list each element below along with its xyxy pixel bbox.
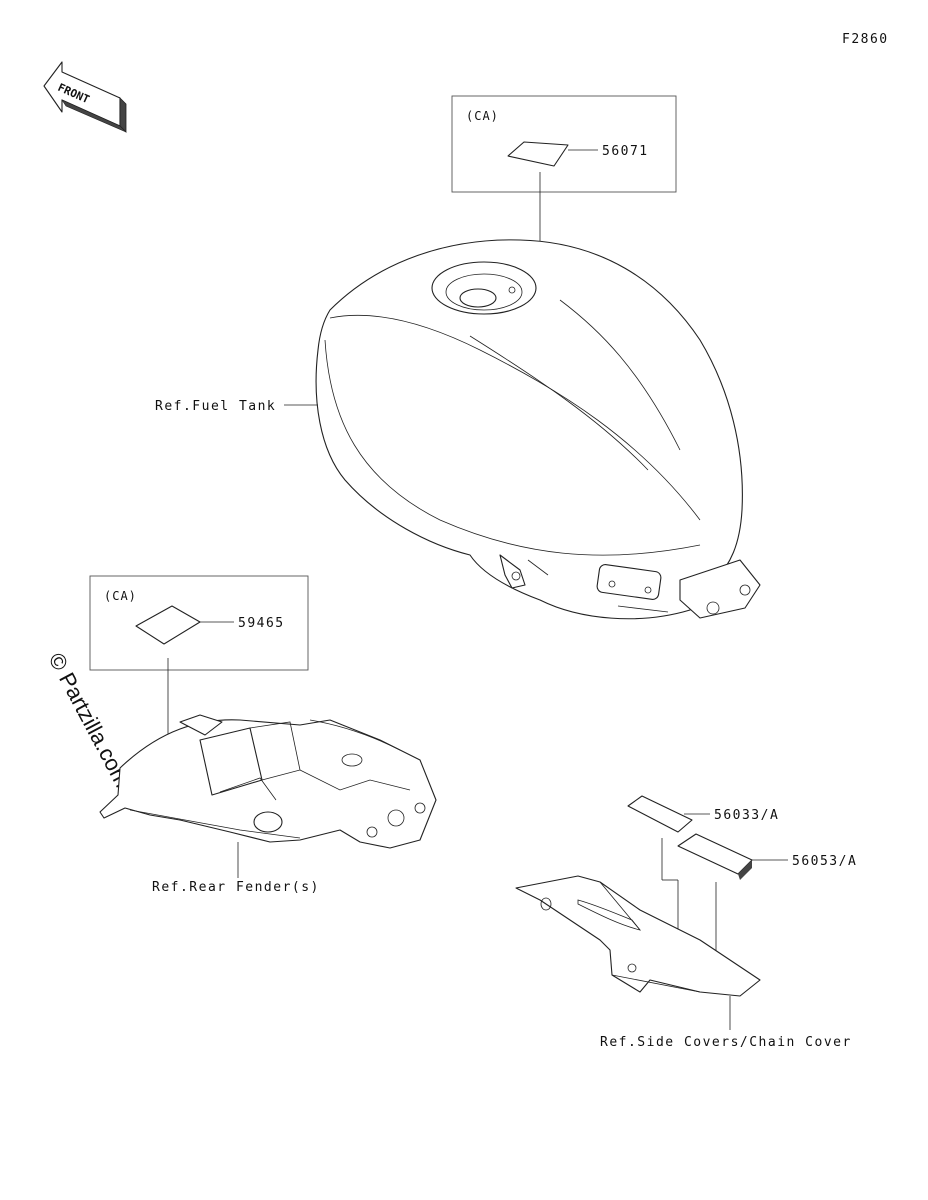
box-region-label: (CA): [104, 589, 137, 603]
ref-rear-fender[interactable]: Ref.Rear Fender(s): [152, 880, 320, 895]
decal-59465: [135, 605, 201, 645]
part-number-56033[interactable]: 56033/A: [714, 808, 779, 823]
fuel-tank-drawing: [315, 239, 761, 620]
callout-box-56071: (CA) 56071: [451, 95, 677, 320]
ref-fuel-tank[interactable]: Ref.Fuel Tank: [155, 399, 276, 414]
side-label-56033: 56033/A: [627, 795, 779, 833]
decal-56071: [507, 141, 569, 167]
side-label-56053: 56053/A: [677, 833, 857, 880]
box-region-label: (CA): [466, 109, 499, 123]
front-arrow-icon: FRONT: [43, 61, 127, 133]
part-number-59465[interactable]: 59465: [238, 616, 285, 631]
rear-fender-drawing: [99, 714, 437, 849]
callout-box-59465: (CA) 59465: [89, 575, 309, 745]
part-number-56071[interactable]: 56071: [602, 144, 649, 159]
figure-code: F2860: [842, 32, 889, 47]
chain-cover-drawing: [515, 875, 761, 997]
ref-side-covers[interactable]: Ref.Side Covers/Chain Cover: [600, 1035, 852, 1050]
part-number-56053[interactable]: 56053/A: [792, 854, 857, 869]
